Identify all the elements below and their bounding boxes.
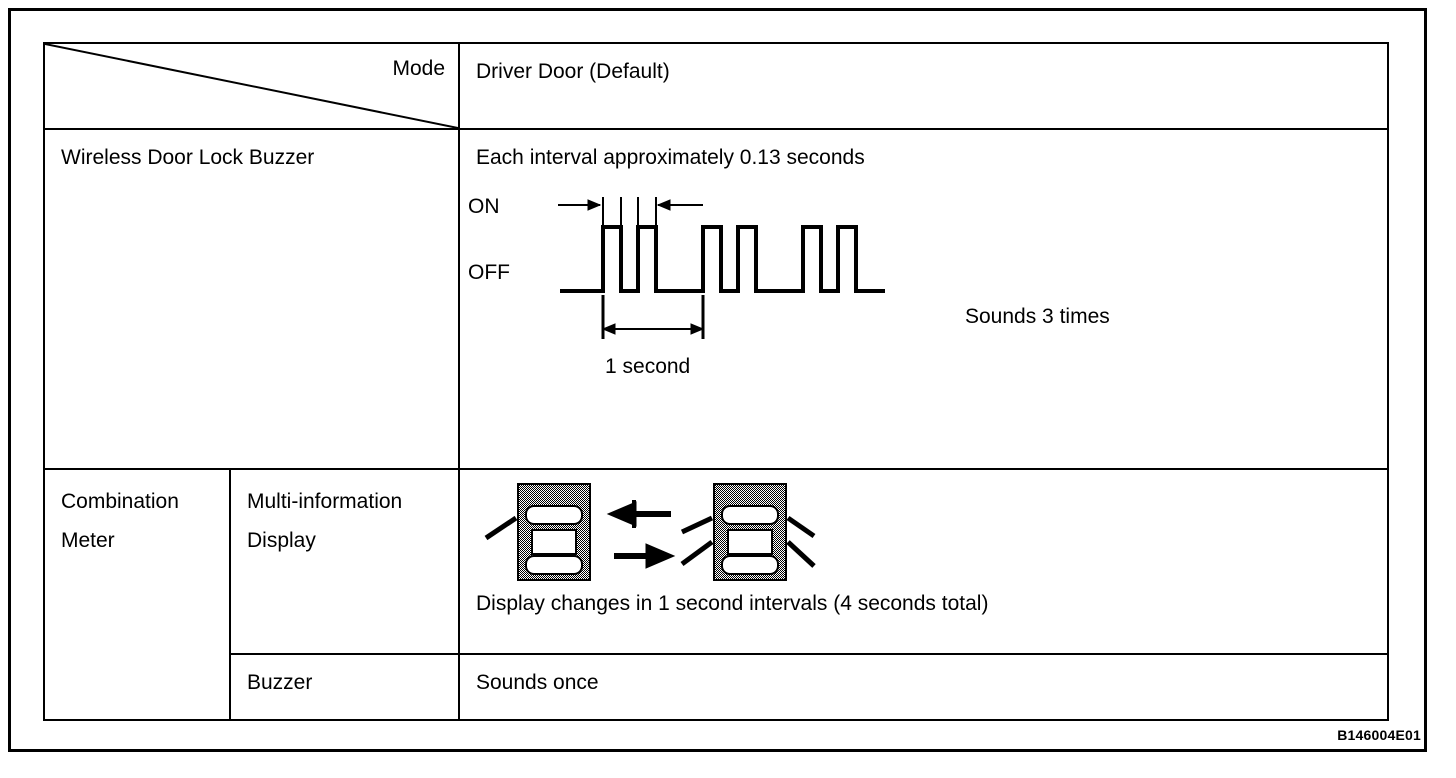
- multi-information-display-figure-cell: Display changes in 1 second intervals (4…: [458, 467, 1389, 656]
- row-label-combination-meter-cell: Combination Meter: [43, 467, 231, 722]
- hazard-flash-figure: Display changes in 1 second intervals (4…: [460, 470, 1387, 624]
- multi-information-display-line1: Multi-information: [247, 489, 403, 513]
- header-corner-cell: Mode: [43, 42, 460, 130]
- sounds-three-times-note: Sounds 3 times: [965, 305, 1110, 328]
- header-mode-value: Driver Door (Default): [476, 60, 670, 83]
- one-second-dimension: [601, 294, 705, 339]
- flash-line-right-2: [680, 539, 714, 566]
- flash-line-right-1: [680, 515, 714, 534]
- arrow-left-pointing: [606, 499, 671, 528]
- waveform-trace: [560, 224, 885, 293]
- buzzer-value-cell: Sounds once: [458, 653, 1389, 721]
- diagonal-divider-line: [45, 44, 458, 128]
- table-row-wireless-door-lock-buzzer: Wireless Door Lock Buzzer Each interval …: [43, 128, 1389, 470]
- header-mode-value-cell: Driver Door (Default): [458, 42, 1389, 130]
- vehicle-icon-left: [484, 482, 591, 581]
- sub-label-buzzer: Buzzer: [247, 671, 313, 695]
- multi-information-display-line2: Display: [247, 529, 316, 553]
- combination-meter-line2: Meter: [61, 529, 115, 553]
- table-row-multi-information-display: Combination Meter Multi-information Disp…: [43, 467, 1389, 722]
- waveform-on-label: ON: [468, 195, 500, 218]
- one-second-dimension-label: 1 second: [605, 355, 690, 378]
- page-border: [8, 8, 1427, 752]
- specification-table: Mode Driver Door (Default) Wireless Door…: [43, 42, 1389, 722]
- buzzer-waveform-svg: ON OFF: [468, 195, 1110, 378]
- flash-line-right-4: [786, 539, 816, 568]
- table-row-buzzer: Buzzer Sounds once: [44, 653, 1389, 721]
- sub-label-buzzer-cell: Buzzer: [229, 653, 460, 721]
- vehicle-icon-right: [680, 482, 816, 581]
- combination-meter-line1: Combination: [61, 489, 179, 513]
- interval-dimension-markers: [558, 196, 703, 227]
- waveform-off-label: OFF: [468, 261, 510, 284]
- sub-label-multi-information-display-cell: Multi-information Display: [229, 467, 460, 656]
- row-label-wireless-door-lock-buzzer: Wireless Door Lock Buzzer: [61, 146, 315, 169]
- hazard-flash-svg: [484, 482, 816, 581]
- arrow-right-pointing: [614, 542, 676, 569]
- buzzer-timing-cell: Each interval approximately 0.13 seconds…: [458, 128, 1389, 470]
- buzzer-value: Sounds once: [476, 671, 599, 695]
- sub-label-multi-information-display: Multi-information Display: [231, 470, 458, 572]
- buzzer-interval-heading: Each interval approximately 0.13 seconds: [476, 146, 865, 169]
- table-row-header: Mode Driver Door (Default): [43, 42, 1389, 130]
- header-mode-label: Mode: [392, 57, 445, 80]
- row-label-combination-meter: Combination Meter: [45, 470, 229, 572]
- flash-line-right-3: [786, 515, 816, 538]
- row-label-wireless-door-lock-buzzer-cell: Wireless Door Lock Buzzer: [43, 128, 460, 470]
- buzzer-waveform-figure: ON OFF: [460, 183, 1387, 413]
- figure-id-label: B146004E01: [1337, 727, 1421, 743]
- flash-line-left-1: [484, 515, 518, 540]
- display-interval-caption: Display changes in 1 second intervals (4…: [476, 591, 989, 615]
